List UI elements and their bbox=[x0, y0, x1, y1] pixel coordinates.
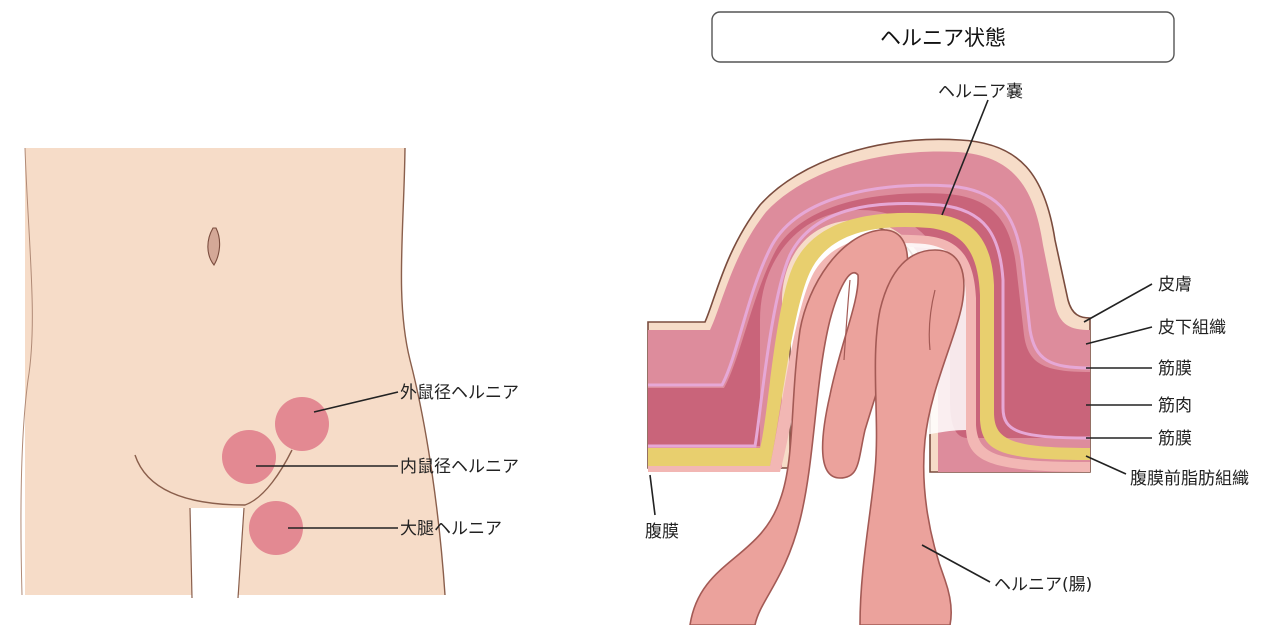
subcutaneous-label: 皮下組織 bbox=[1158, 318, 1226, 338]
fascia-upper-label: 筋膜 bbox=[1158, 359, 1192, 379]
preperitoneal-fat-label: 腹膜前脂肪組織 bbox=[1130, 469, 1249, 489]
muscle-label: 筋肉 bbox=[1158, 396, 1192, 416]
fascia-lower-label: 筋膜 bbox=[1158, 429, 1192, 449]
femoral-label: 大腿ヘルニア bbox=[400, 519, 502, 539]
subcutaneous-leader bbox=[1086, 327, 1152, 344]
peritoneum-leader bbox=[650, 475, 655, 515]
indirect-inguinal-label: 外鼠径ヘルニア bbox=[400, 383, 519, 403]
hernia-cross-section: ヘルニア状態 ヘルニア嚢 皮膚 皮下組織 筋膜 bbox=[645, 12, 1249, 625]
skin-label: 皮膚 bbox=[1158, 275, 1192, 295]
hernia-bowel-label: ヘルニア(腸) bbox=[994, 575, 1092, 595]
thigh-gap bbox=[190, 508, 244, 600]
diagram-title: ヘルニア状態 bbox=[880, 26, 1006, 50]
direct-inguinal-label: 内鼠径ヘルニア bbox=[400, 457, 519, 477]
preperitoneal-fat-leader bbox=[1086, 456, 1126, 474]
lower-abdomen-figure: 外鼠径ヘルニア 内鼠径ヘルニア 大腿ヘルニア bbox=[21, 148, 519, 600]
hernia-sac-label: ヘルニア嚢 bbox=[938, 82, 1023, 102]
skin-leader bbox=[1084, 284, 1152, 322]
indirect-inguinal-marker bbox=[275, 397, 329, 451]
direct-inguinal-marker bbox=[222, 430, 276, 484]
peritoneum-label: 腹膜 bbox=[645, 522, 679, 542]
